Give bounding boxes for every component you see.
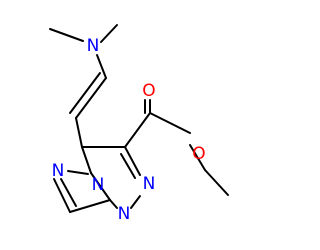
bond-c3-carbonyl: [124, 112, 151, 148]
bond-c4-nbridge: [81, 146, 92, 174]
bond-lines: [49, 24, 229, 213]
bond-vinyl: [75, 77, 107, 119]
atom-label-ester-o: O: [192, 144, 205, 164]
bond-nbridge-c8a: [90, 172, 111, 201]
bond-oester-ch2: [189, 144, 206, 171]
bond-c8a-c: [69, 199, 111, 213]
bond-c-c-double: [60, 178, 77, 207]
bond-n-n: [130, 195, 141, 209]
bond-n-n-ring: [67, 170, 89, 175]
bond-ch2-ch3: [204, 169, 229, 196]
atom-label-carbonyl-o: O: [142, 81, 155, 101]
atom-labels: N O O N N N N: [52, 36, 206, 224]
bond-vinyl-double: [69, 72, 101, 114]
atom-label-ring-n-bridge: N: [92, 175, 105, 195]
bond-methyl-top: [100, 24, 118, 43]
bond-methyl-left: [49, 28, 84, 42]
bond-c3-n: [124, 146, 141, 176]
bond-c3-n-double: [120, 153, 136, 179]
bond-vinyl-ring: [75, 117, 83, 148]
atom-label-pyrazole-n: N: [52, 161, 65, 181]
atom-label-triazine-n-b: N: [118, 204, 131, 224]
bond-n-vinyl: [96, 54, 107, 79]
bond-c8a-n: [109, 199, 118, 209]
atom-label-triazine-n-a: N: [143, 174, 156, 194]
bond-c-c: [53, 178, 71, 213]
atom-label-dimethylamino-n: N: [87, 36, 100, 56]
bond-carbonyl-oester: [149, 112, 191, 134]
molecular-structure: N O O N N N N: [49, 24, 229, 224]
